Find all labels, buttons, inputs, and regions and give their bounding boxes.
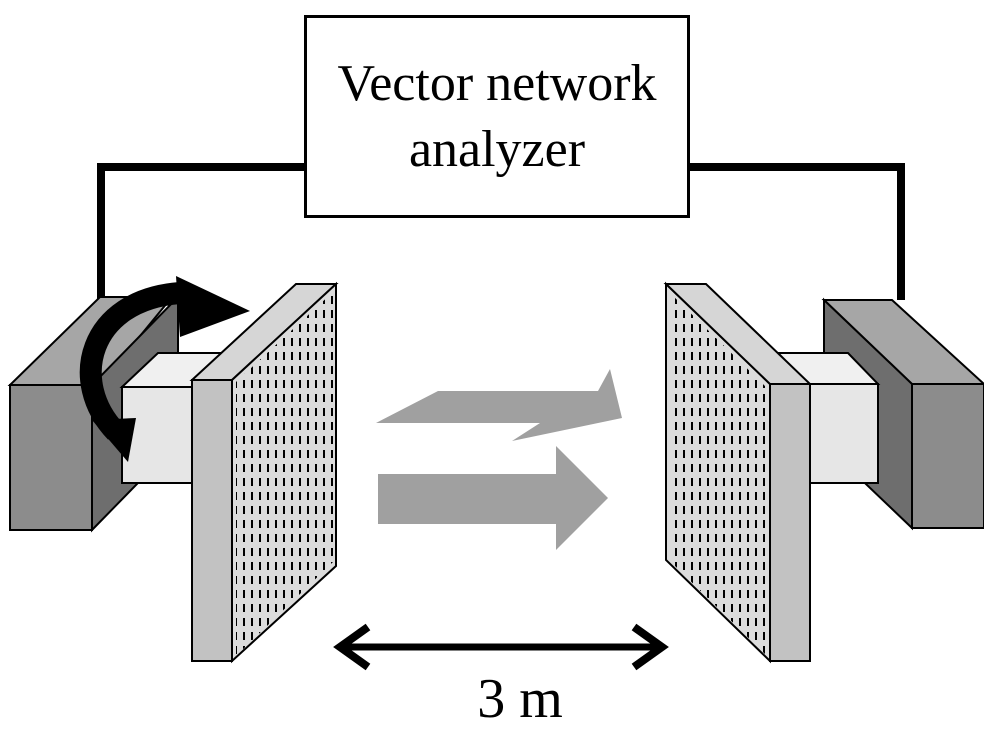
bent-arrow-icon <box>376 369 622 441</box>
vector-network-analyzer-box: Vector network analyzer <box>304 15 690 218</box>
distance-label: 3 m <box>477 668 563 730</box>
right-connector <box>807 383 879 484</box>
left-panel-front <box>191 379 233 662</box>
right-antenna <box>663 281 984 664</box>
right-cable <box>690 163 905 300</box>
wide-right-arrow-icon <box>378 446 608 550</box>
curved-rotation-arrow-icon <box>79 276 250 462</box>
left-block-front <box>9 384 93 531</box>
analyzer-label-line2: analyzer <box>408 120 586 178</box>
right-block-front <box>911 383 984 529</box>
left-cable <box>97 163 304 305</box>
double-headed-arrow-icon <box>333 623 669 671</box>
analyzer-label-line1: Vector network <box>337 54 657 112</box>
left-antenna <box>7 281 339 664</box>
right-panel-front <box>769 383 811 662</box>
